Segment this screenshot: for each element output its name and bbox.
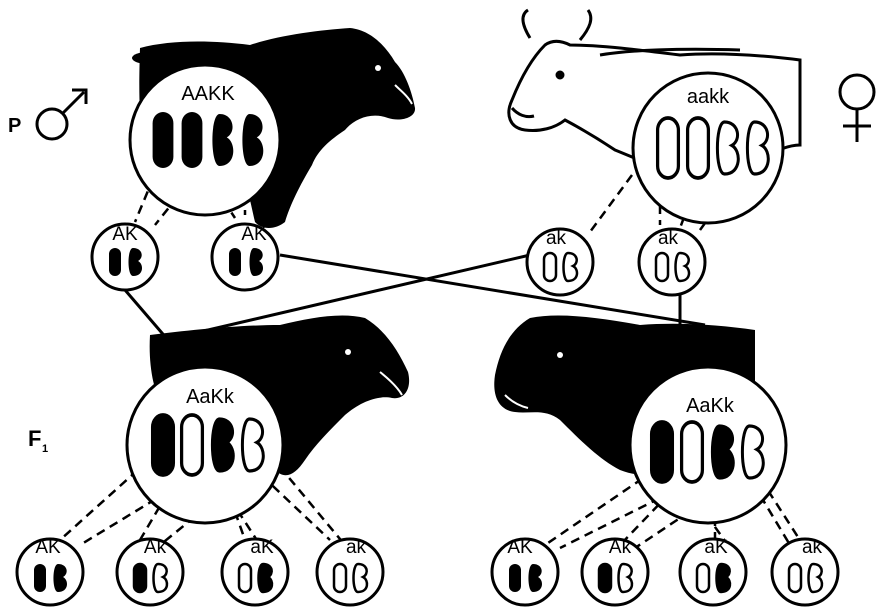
female-symbol-icon — [838, 73, 876, 142]
female-parent-cell: aakk — [631, 71, 785, 225]
black-calf-icon — [494, 315, 755, 475]
f1-left-genotype: AaKk — [186, 386, 235, 408]
f1-right-genotype: AaKk — [686, 395, 735, 417]
f1-gamete: ak — [315, 537, 385, 607]
gamete-label: ak — [658, 228, 679, 249]
generation-label-f1: F 1 — [28, 426, 48, 455]
female-genotype: aakk — [687, 86, 730, 108]
gamete-label: Ak — [144, 537, 167, 558]
parent-gamete: ak — [525, 227, 595, 297]
male-parent-cell: AAKK — [128, 63, 282, 217]
male-symbol-text: ♂ — [0, 0, 1, 1]
f1-gamete: AK — [15, 537, 85, 607]
cross-lines — [123, 253, 706, 342]
gamete-label: aK — [250, 537, 274, 558]
f1-gamete: ak — [770, 537, 840, 607]
f1-left-cell: AaKk — [125, 365, 285, 525]
gamete-label: aK — [704, 537, 728, 558]
gamete-label: ak — [346, 537, 367, 558]
female-symbol-text: ♀ — [0, 0, 1, 1]
f1-gamete: Ak — [115, 537, 185, 607]
gamete-label: ak — [802, 537, 823, 558]
gamete-label: AK — [507, 537, 533, 558]
gamete-label: AK — [35, 537, 61, 558]
f1-gamete: aK — [678, 537, 748, 607]
f1-gamete: AK — [490, 537, 560, 607]
parent-gamete: AK — [210, 222, 280, 292]
svg-text:1: 1 — [42, 443, 48, 455]
male-symbol-icon — [35, 88, 88, 141]
f1-gamete: Ak — [580, 537, 650, 607]
black-calf-icon — [149, 315, 410, 476]
parent-gamete: AK — [90, 222, 160, 292]
gamete-label: Ak — [609, 537, 632, 558]
f1-gamete: aK — [220, 537, 290, 607]
gamete-label: AK — [112, 224, 138, 245]
f1-right-cell: AaKk — [628, 365, 788, 525]
generation-label-p: P — [8, 115, 21, 137]
gamete-label: ak — [546, 228, 567, 249]
gamete-label: AK — [241, 224, 267, 245]
svg-text:F: F — [28, 426, 41, 451]
parent-gamete: ak — [637, 227, 707, 297]
male-genotype: AAKK — [181, 83, 235, 105]
